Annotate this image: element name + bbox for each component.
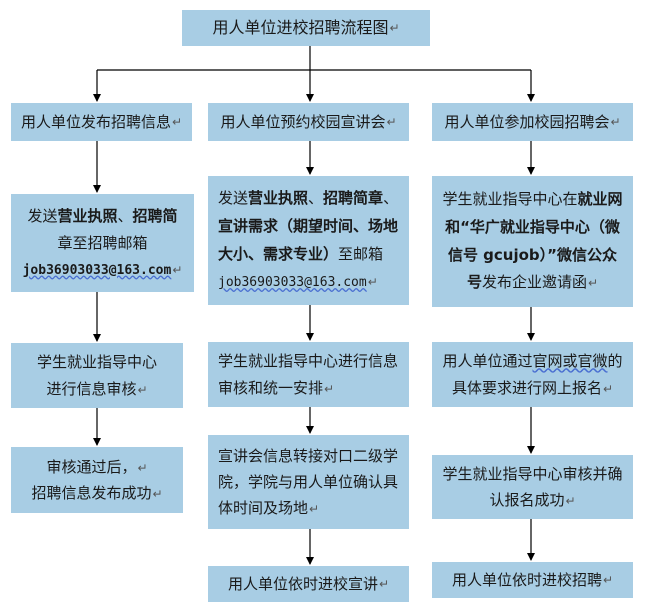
col2-step2-text-b: 营业执照 xyxy=(248,189,309,207)
paragraph-mark: ↵ xyxy=(172,262,183,277)
paragraph-mark: ↵ xyxy=(137,382,148,397)
col3-step3-box: 用人单位通过官网或官微的具体要求进行网上报名↵ xyxy=(432,342,633,407)
col3-step2-text-b: 就业网和“华广就业指导中心（微信号 gcujob）”微信公众号 xyxy=(445,190,623,292)
col1-step2-text-a: 发送 xyxy=(27,207,58,226)
col2-step5-text: 用人单位依时进校宣讲 xyxy=(227,574,378,593)
col3-step3-text-a: 用人单位通过 xyxy=(442,352,533,371)
col1-step2-text-c: 、 xyxy=(117,207,133,226)
paragraph-mark: ↵ xyxy=(367,275,378,290)
paragraph-mark: ↵ xyxy=(587,276,599,291)
col2-step4-text: 宣讲会信息转接对口二级学院，学院与用人单位确认具体时间及场地 xyxy=(218,446,399,518)
paragraph-mark: ↵ xyxy=(171,114,183,129)
col1-step1-text: 用人单位发布招聘信息 xyxy=(20,112,171,131)
col2-step3-box: 学生就业指导中心进行信息审核和统一安排↵ xyxy=(208,342,409,407)
col2-step5-box: 用人单位依时进校宣讲↵ xyxy=(208,566,409,602)
col1-step4-line1: 审核通过后， xyxy=(46,457,137,476)
col3-step3-text-c: 的具体要求进行网上报名 xyxy=(451,352,623,397)
col3-step2-text-a: 学生就业指导中心在 xyxy=(442,190,578,208)
paragraph-mark: ↵ xyxy=(602,572,614,587)
title-box: 用人单位进校招聘流程图↵ xyxy=(182,10,430,46)
col3-step2-box: 学生就业指导中心在就业网和“华广就业指导中心（微信号 gcujob）”微信公众号… xyxy=(432,176,633,307)
col2-step4-box: 宣讲会信息转接对口二级学院，学院与用人单位确认具体时间及场地↵ xyxy=(208,435,409,529)
col1-email-link[interactable]: job36903033@163.com xyxy=(22,262,172,278)
col3-step5-text: 用人单位依时进校招聘 xyxy=(451,570,602,589)
col2-step2-text-e: 、 xyxy=(383,189,399,207)
col3-step2-text-c: 发布企业邀请函 xyxy=(481,273,587,292)
paragraph-mark: ↵ xyxy=(565,494,576,508)
col1-step3-box: 学生就业指导中心 进行信息审核↵ xyxy=(11,343,183,408)
col1-step2-text-e: 章至招聘邮箱 xyxy=(57,233,148,252)
col1-step2-text-d: 招聘简 xyxy=(132,207,178,226)
col2-step2-box: 发送营业执照、招聘简章、宣讲需求（期望时间、场地大小、需求专业）至邮箱 job3… xyxy=(208,176,409,305)
col3-step4-text: 学生就业指导中心审核并确认报名成功 xyxy=(442,464,623,509)
col2-email-link[interactable]: job36903033@163.com xyxy=(218,275,367,291)
paragraph-mark: ↵ xyxy=(610,114,621,129)
col2-step2-text-f: 宣讲需求（期望时间、场地大小、需求专业） xyxy=(218,216,399,263)
col1-step2-box: 发送营业执照、招聘简 章至招聘邮箱 job36903033@163.com↵ xyxy=(11,194,194,292)
col2-step1-box: 用人单位预约校园宣讲会↵ xyxy=(208,103,409,141)
page-title: 用人单位进校招聘流程图 xyxy=(212,18,389,37)
col3-step1-text: 用人单位参加校园招聘会 xyxy=(444,112,610,131)
col1-step2-text-b: 营业执照 xyxy=(57,207,118,226)
paragraph-mark: ↵ xyxy=(152,487,163,501)
col2-step1-text: 用人单位预约校园宣讲会 xyxy=(220,112,386,131)
paragraph-mark: ↵ xyxy=(378,576,390,591)
col1-step4-line2: 招聘信息发布成功 xyxy=(31,484,152,502)
col2-step3-text: 学生就业指导中心进行信息审核和统一安排 xyxy=(218,352,399,397)
col2-step2-text-d: 招聘简章 xyxy=(323,189,384,207)
paragraph-mark: ↵ xyxy=(309,502,320,517)
paragraph-mark: ↵ xyxy=(137,460,148,475)
col1-step1-box: 用人单位发布招聘信息↵ xyxy=(11,103,192,141)
paragraph-mark: ↵ xyxy=(386,114,397,129)
paragraph-mark: ↵ xyxy=(389,20,400,35)
col2-step2-text-g: 至邮箱 xyxy=(338,244,384,263)
col3-step4-box: 学生就业指导中心审核并确认报名成功↵ xyxy=(432,455,633,519)
col2-step2-text-c: 、 xyxy=(308,189,324,207)
paragraph-mark: ↵ xyxy=(324,381,335,396)
col1-step3-line1: 学生就业指导中心 xyxy=(36,353,157,372)
col3-step5-box: 用人单位依时进校招聘↵ xyxy=(432,562,633,598)
col3-step1-box: 用人单位参加校园招聘会↵ xyxy=(432,103,633,141)
paragraph-mark: ↵ xyxy=(602,381,614,396)
col1-step4-box: 审核通过后，↵ 招聘信息发布成功↵ xyxy=(11,447,183,513)
col2-step2-text-a: 发送 xyxy=(218,189,249,207)
col1-step3-line2: 进行信息审核 xyxy=(46,379,137,398)
col3-step3-text-b: 官网或官微 xyxy=(532,352,608,371)
